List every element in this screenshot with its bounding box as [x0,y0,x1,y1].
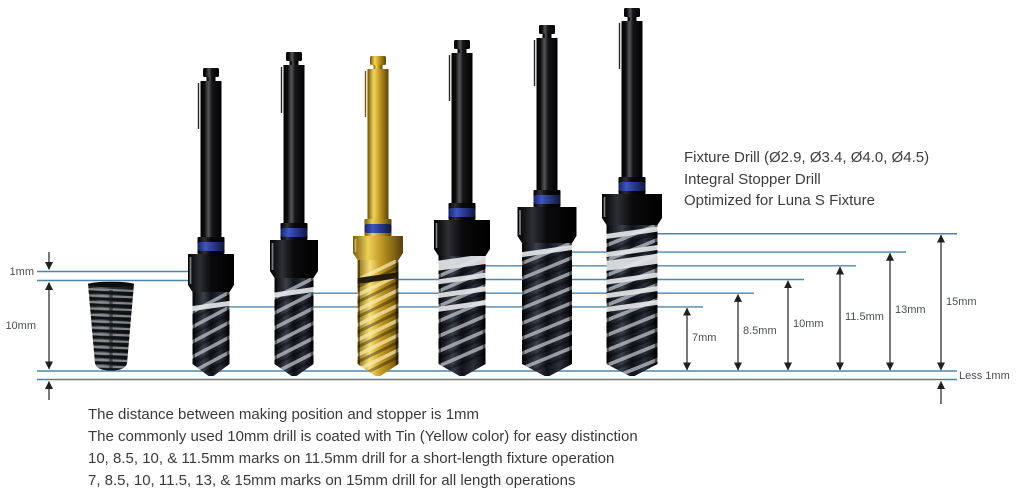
product-title-line: Optimized for Luna S Fixture [684,192,875,209]
depth-mark-10mm [357,271,399,285]
depth-mark-7mm [192,300,230,312]
footnote-line: The commonly used 10mm drill is coated w… [88,428,638,445]
label-left-1mm: 1mm [9,266,34,278]
implant-illustration [88,281,134,371]
drill-7mm [188,68,234,376]
depth-mark-8.5mm [606,285,658,299]
stopper-ring-blue [448,208,476,217]
label-depth-7mm: 7mm [692,332,717,344]
depth-mark-7mm [606,299,658,313]
footnote-line: 10, 8.5, 10, & 11.5mm marks on 11.5mm dr… [88,450,615,467]
depth-mark-11.5mm [606,253,658,272]
drill-10mm [353,56,403,376]
depth-mark-13mm [522,244,572,258]
stopper-ring-blue [197,242,225,251]
depth-mark-8.5mm [438,286,486,299]
stopper-ring-blue [280,228,308,237]
label-depth-8-5mm: 8.5mm [743,325,777,337]
stopper-ring-blue [364,224,392,233]
label-depth-11-5mm: 11.5mm [845,311,884,323]
depth-mark-11.5mm [438,256,486,271]
drill-13mm [517,25,577,376]
label-depth-13mm: 13mm [895,304,926,316]
depth-mark-13mm [606,244,658,258]
label-depth-10mm: 10mm [793,318,824,330]
depth-mark-7mm [438,299,486,313]
drill-11-5mm [434,40,490,376]
stopper-ring-blue [533,195,561,204]
label-left-10mm: 10mm [5,320,36,332]
footnote-line: The distance between making position and… [88,406,480,423]
product-title-line: Integral Stopper Drill [684,170,821,188]
label-less-1mm: Less 1mm [959,370,1010,382]
footnote-line: 7, 8.5, 10, 11.5, 13, & 15mm marks on 15… [88,472,576,489]
product-title-line: Fixture Drill (Ø2.9, Ø3.4, Ø4.0, Ø4.5) [684,149,930,166]
footnote-block: The distance between making position and… [88,404,638,492]
depth-mark-15mm [606,226,658,240]
label-depth-15mm: 15mm [946,296,977,308]
depth-mark-10mm [606,272,658,285]
depth-mark-8.5mm [274,286,314,298]
product-title-block: Fixture Drill (Ø2.9, Ø3.4, Ø4.0, Ø4.5) I… [684,147,929,212]
depth-mark-10mm [438,272,486,285]
measurement-lines [37,233,957,381]
drill-8-5mm [270,52,318,376]
stopper-ring-blue [618,182,646,191]
drill-15mm [602,8,662,376]
measurement-arrows [45,234,945,404]
